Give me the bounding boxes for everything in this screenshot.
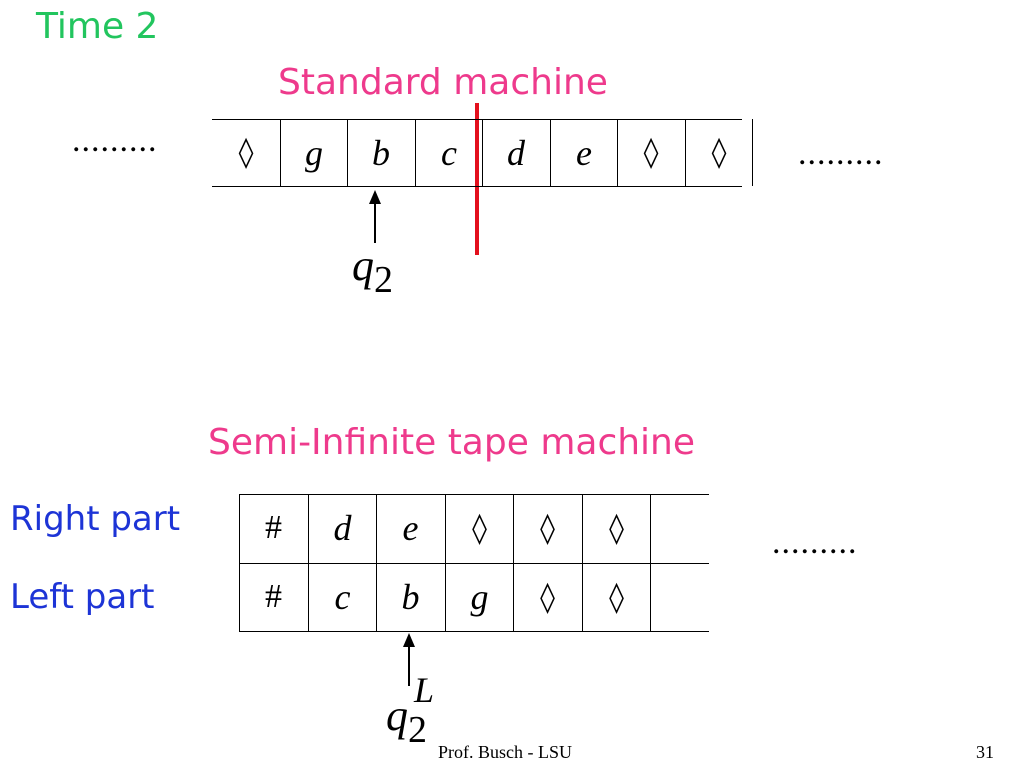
- standard-tape-divider: [415, 119, 416, 186]
- standard-head-arrow-icon: [369, 190, 381, 204]
- semi-left-cell: g: [470, 577, 489, 617]
- semi-tape-bottom-border: [239, 631, 709, 632]
- semi-right-cell: e: [402, 508, 419, 548]
- standard-tape-divider: [752, 119, 753, 186]
- standard-tape-divider: [617, 119, 618, 186]
- standard-machine-title: Standard machine: [278, 62, 608, 103]
- semi-head-state-superscript: L: [414, 670, 435, 710]
- standard-tape-divider: [550, 119, 551, 186]
- semi-left-cell: ◊: [540, 579, 555, 615]
- semi-right-ellipsis: .........: [772, 524, 858, 561]
- standard-tape-cell: b: [372, 132, 390, 173]
- split-marker-line: [475, 103, 479, 255]
- semi-left-cell: b: [401, 577, 420, 617]
- semi-right-cell: ◊: [540, 510, 555, 546]
- standard-tape-divider: [347, 119, 348, 186]
- semi-tape-middle-border: [239, 563, 709, 564]
- semi-infinite-title: Semi-Infinite tape machine: [208, 422, 696, 463]
- standard-tape-divider: [280, 119, 281, 186]
- standard-tape-bottom-border: [212, 186, 742, 187]
- semi-head-arrow-shaft: [408, 646, 410, 686]
- right-part-label: Right part: [10, 499, 181, 539]
- standard-tape-divider: [685, 119, 686, 186]
- footer-text: Prof. Busch - LSU: [438, 742, 572, 762]
- semi-left-cell: [650, 563, 719, 631]
- standard-tape-divider: [482, 119, 483, 186]
- semi-right-cell: d: [333, 508, 352, 548]
- semi-right-cell: [650, 494, 719, 562]
- standard-tape-cell: ◊: [643, 135, 659, 170]
- semi-tape-divider: [445, 494, 446, 631]
- semi-left-cell: ◊: [609, 579, 624, 615]
- semi-left-cell: #: [265, 578, 282, 615]
- semi-tape-divider: [513, 494, 514, 631]
- semi-right-cell: ◊: [472, 510, 487, 546]
- standard-tape-cell: e: [576, 132, 592, 173]
- semi-tape-divider: [582, 494, 583, 631]
- semi-right-cell: ◊: [609, 510, 624, 546]
- semi-left-cell: c: [334, 577, 351, 617]
- semi-tape-divider: [239, 494, 240, 631]
- standard-tape-cell: ◊: [711, 135, 727, 170]
- page-number: 31: [976, 742, 994, 762]
- standard-tape-cell: g: [305, 132, 323, 173]
- standard-left-ellipsis: .........: [72, 122, 158, 159]
- standard-tape-cell: ◊: [238, 135, 254, 170]
- semi-head-arrow-icon: [403, 633, 415, 647]
- standard-tape-cell: d: [507, 132, 525, 173]
- standard-right-ellipsis: .........: [798, 135, 884, 172]
- left-part-label: Left part: [10, 577, 155, 617]
- slide-title: Time 2: [36, 6, 159, 47]
- semi-tape-divider: [650, 494, 651, 631]
- semi-head-state: q2: [386, 691, 427, 751]
- semi-tape-top-border: [239, 494, 709, 495]
- standard-tape-cell: c: [441, 132, 457, 173]
- semi-tape-divider: [376, 494, 377, 631]
- standard-head-state: q2: [352, 241, 393, 301]
- semi-tape-divider: [308, 494, 309, 631]
- standard-tape-top-border: [212, 119, 742, 120]
- standard-head-arrow-shaft: [374, 203, 376, 243]
- semi-right-cell: #: [265, 509, 282, 546]
